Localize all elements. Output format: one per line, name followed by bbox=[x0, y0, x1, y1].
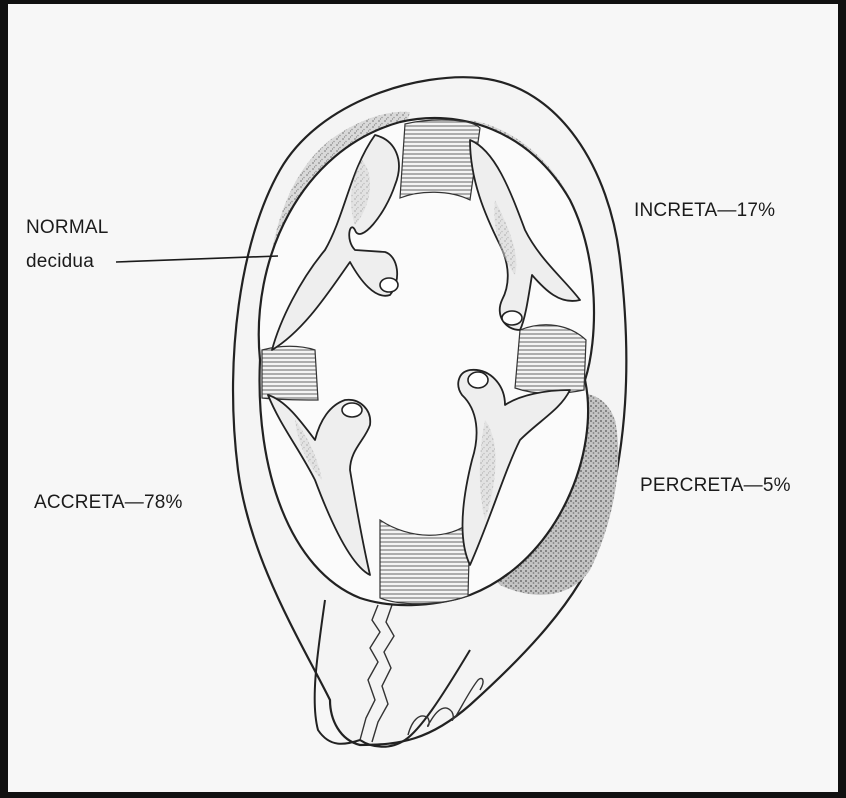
placenta-top-band bbox=[400, 120, 480, 200]
normal-label: NORMAL bbox=[26, 218, 109, 237]
placenta-right-band bbox=[515, 325, 586, 394]
villus-tip-2 bbox=[502, 311, 522, 325]
villus-tip-1 bbox=[380, 278, 398, 292]
villus-tip-3 bbox=[342, 403, 362, 417]
villus-tip-4 bbox=[468, 372, 488, 388]
increta-label: INCRETA—17% bbox=[634, 201, 775, 220]
accreta-label: ACCRETA—78% bbox=[34, 493, 183, 512]
decidua-label: decidua bbox=[26, 252, 94, 271]
percreta-label: PERCRETA—5% bbox=[640, 476, 791, 495]
placenta-left-band bbox=[262, 346, 318, 400]
